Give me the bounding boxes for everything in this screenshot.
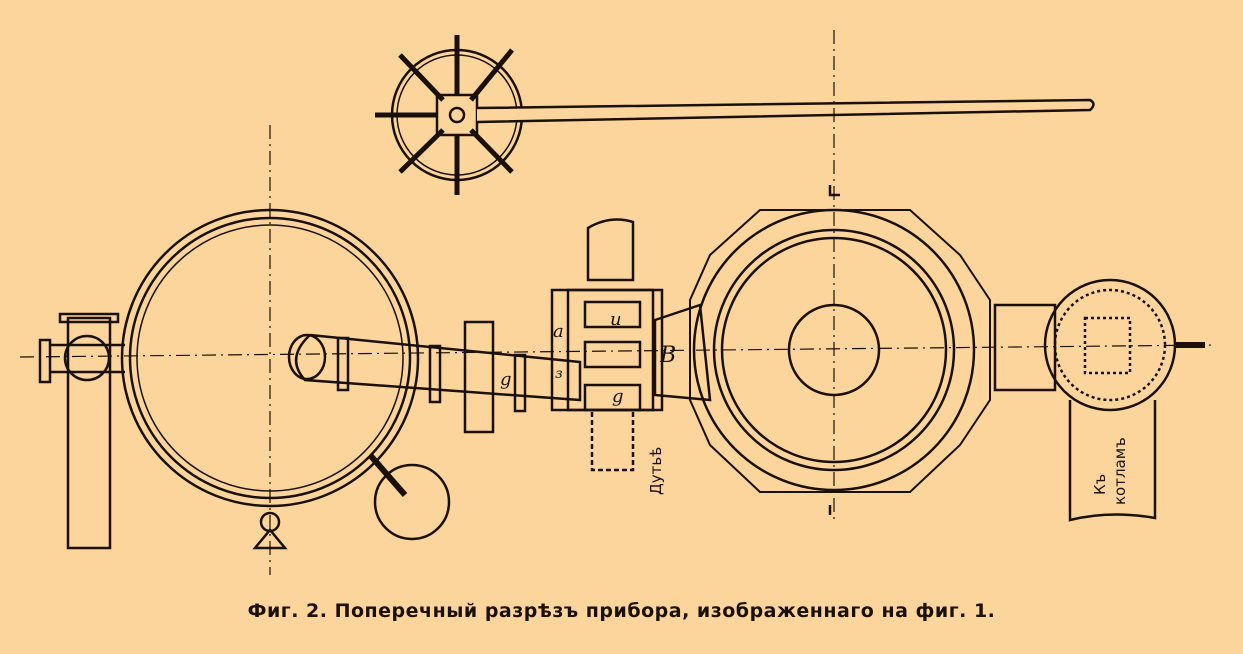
figure-caption: Фиг. 2. Поперечный разрѣзъ прибора, изоб… bbox=[247, 600, 996, 622]
label-g-lower: g bbox=[612, 386, 624, 407]
center-lines bbox=[19, 30, 1216, 575]
handwheel bbox=[375, 35, 1095, 195]
left-pipe bbox=[38, 312, 125, 550]
right-chamber bbox=[689, 185, 991, 515]
valve-chest bbox=[550, 218, 712, 472]
label-g-pipe: g bbox=[500, 369, 512, 390]
outlet bbox=[993, 278, 1205, 522]
left-tank bbox=[120, 208, 451, 550]
label-a: a bbox=[553, 321, 564, 342]
label-i: и bbox=[610, 309, 622, 330]
feed-pipe bbox=[287, 320, 582, 434]
label-to-boilers-2: котламъ bbox=[1111, 437, 1129, 505]
label-z: з bbox=[555, 366, 563, 382]
label-blast: Дутьѣ bbox=[647, 447, 665, 495]
label-to-boilers-1: Къ bbox=[1091, 474, 1109, 495]
label-b: B bbox=[659, 343, 676, 368]
